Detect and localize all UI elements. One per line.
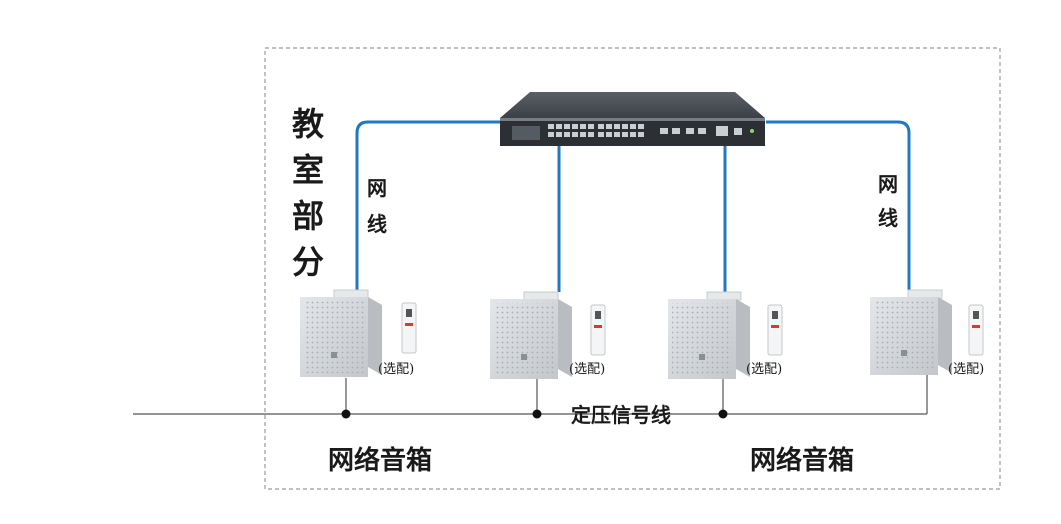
constant-voltage-signal-line: [133, 374, 928, 415]
network-cable-left: [355, 120, 504, 290]
network-switch-icon: [500, 92, 765, 146]
network-speaker-2: [490, 291, 572, 379]
region-label: 教 室 部 分: [292, 105, 324, 281]
cable-label-left-char-2: 线: [367, 212, 387, 236]
region-label-char-2: 室: [292, 151, 324, 189]
optional-control-panel-4: [968, 304, 984, 356]
switch-ports: [548, 124, 742, 137]
speaker-group-label-right: 网络音箱: [750, 445, 854, 476]
region-label-char-4: 分: [292, 243, 324, 281]
optional-control-panel-2: [590, 304, 606, 356]
network-speaker-1: [300, 289, 382, 377]
optional-label-2: (选配): [569, 362, 605, 377]
speaker-group-label-left: 网络音箱: [328, 445, 432, 476]
optional-label-1: (选配): [378, 362, 414, 377]
optional-control-panel-1: [401, 302, 417, 354]
cable-label-right-char-1: 网: [878, 172, 898, 196]
region-label-char-1: 教: [292, 105, 324, 143]
cable-label-left-char-1: 网: [367, 176, 387, 200]
region-label-char-3: 部: [292, 197, 324, 235]
optional-label-4: (选配): [948, 362, 984, 377]
cable-label-right-char-2: 线: [878, 206, 898, 230]
signal-line-label: 定压信号线: [571, 403, 671, 427]
network-cables: [355, 120, 911, 292]
optional-control-panel-3: [767, 304, 783, 356]
signal-line-junctions: [341, 409, 728, 419]
network-speaker-4: [870, 289, 952, 375]
optional-label-3: (选配): [746, 362, 782, 377]
network-speaker-3: [668, 291, 750, 379]
classroom-boundary: [264, 47, 1001, 490]
network-cable-right: [766, 120, 911, 290]
